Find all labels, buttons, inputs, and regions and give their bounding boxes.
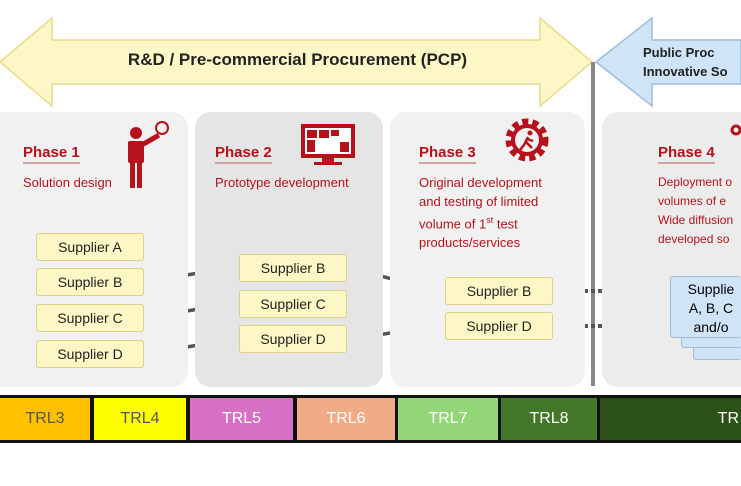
pcp-label: R&D / Pre-commercial Procurement (PCP) <box>127 50 468 69</box>
phase-4-suppliers-line: Supplie <box>687 281 735 297</box>
phase-4-desc-line: Wide diffusion <box>658 213 734 227</box>
trl-6: TRL6 <box>297 398 395 440</box>
phase-3-panel <box>390 112 585 387</box>
ppi-label: Public Proc Innovative So <box>643 43 741 81</box>
phase-1-supplier-b: Supplier B <box>36 268 144 296</box>
trl-4: TRL4 <box>94 398 186 440</box>
phase-3-supplier-b: Supplier B <box>445 277 553 305</box>
phase-1-supplier-c: Supplier C <box>36 304 144 332</box>
ppi-label-line2: Innovative So <box>643 64 728 79</box>
phase-4-title: Phase 4 <box>658 144 715 164</box>
phase-2-supplier-d: Supplier D <box>239 325 347 353</box>
phase-3-desc: Original development and testing of limi… <box>419 173 542 252</box>
phase-4-desc: Deployment o volumes of e Wide diffusion… <box>658 173 741 249</box>
trl-3: TRL3 <box>0 398 90 440</box>
trl-7: TRL7 <box>398 398 498 440</box>
trl-5: TRL5 <box>190 398 293 440</box>
phase-4-desc-line: volumes of e <box>658 194 727 208</box>
trl-9: TR <box>600 398 741 440</box>
ppi-arrow <box>594 16 741 108</box>
phase-4-suppliers-line: A, B, C <box>688 300 734 316</box>
phase-3-desc-line: and testing of limited <box>419 194 539 209</box>
trl-8: TRL8 <box>501 398 597 440</box>
phase-2-title: Phase 2 <box>215 144 272 164</box>
phase-2-supplier-b: Supplier B <box>239 254 347 282</box>
phase-2-supplier-c: Supplier C <box>239 290 347 318</box>
phase-2-desc: Prototype development <box>215 175 349 190</box>
phase-4-desc-line: developed so <box>658 232 730 246</box>
phase-3-desc-line: volume of 1st test <box>419 215 518 232</box>
phase-3-desc-line: Original development <box>419 175 542 190</box>
phase-1-supplier-a: Supplier A <box>36 233 144 261</box>
phase-4-desc-line: Deployment o <box>658 175 733 189</box>
phase-3-desc-line: products/services <box>419 235 521 251</box>
phase-4-suppliers: Supplie A, B, C and/o <box>670 276 741 338</box>
phase-4-suppliers-line: and/o <box>693 319 729 335</box>
phase-1-desc: Solution design <box>23 175 112 190</box>
phase-1-title: Phase 1 <box>23 144 80 164</box>
phase-3-title: Phase 3 <box>419 144 476 164</box>
ppi-label-line1: Public Proc <box>643 45 715 60</box>
phase-3-supplier-d: Supplier D <box>445 312 553 340</box>
phase-1-supplier-d: Supplier D <box>36 340 144 368</box>
